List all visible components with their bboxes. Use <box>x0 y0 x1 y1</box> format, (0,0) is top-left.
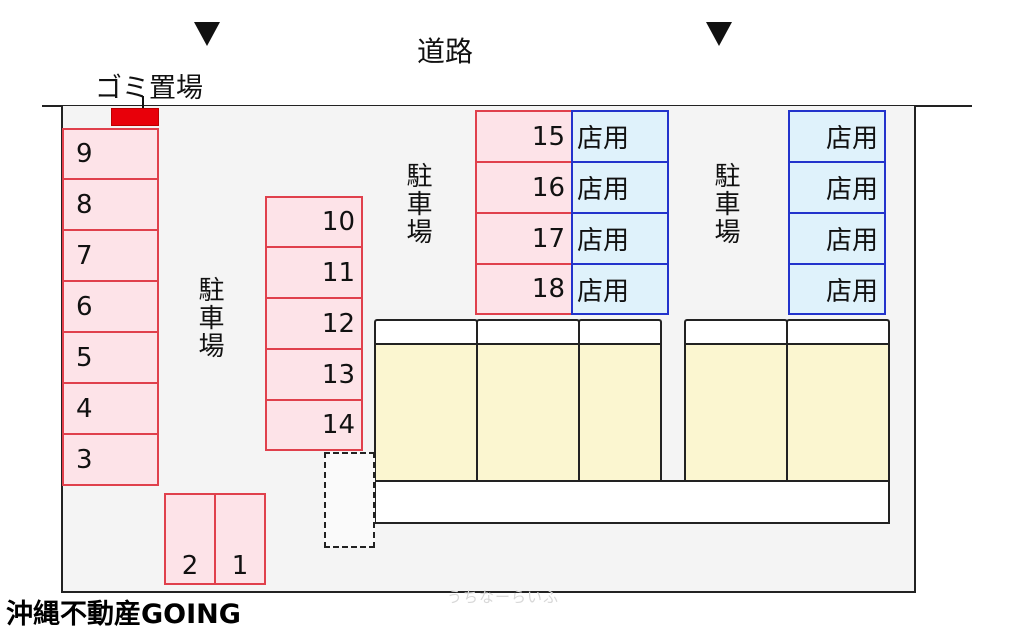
dashed-reserved-area <box>324 452 375 548</box>
shop-parking-spot-right-3: 店用 <box>788 212 886 265</box>
parking-spot-12: 12 <box>265 297 363 350</box>
parking-spot-9: 9 <box>62 128 159 180</box>
parking-spot-8: 8 <box>62 178 159 231</box>
trash-area-box <box>111 108 159 126</box>
building-unit-3 <box>578 343 662 482</box>
building-roof-5 <box>786 319 890 345</box>
watermark-text: うちなーらいふ <box>447 588 560 606</box>
building-unit-1 <box>374 343 478 482</box>
parking-spot-4: 4 <box>62 382 159 435</box>
building-unit-5 <box>786 343 890 482</box>
parking-area-label-center: 駐車場 <box>402 162 432 246</box>
building-unit-2 <box>476 343 580 482</box>
parking-spot-15: 15 <box>475 110 573 163</box>
shop-parking-spot-center-2: 店用 <box>571 161 669 214</box>
parking-spot-7: 7 <box>62 229 159 282</box>
parking-area-label-right: 駐車場 <box>710 162 740 246</box>
company-logo-text: 沖縄不動産GOING <box>6 599 241 630</box>
parking-spot-17: 17 <box>475 212 573 265</box>
shop-parking-spot-right-1: 店用 <box>788 110 886 163</box>
road-entrance-arrow-icon-left <box>194 22 220 46</box>
parking-spot-2: 2 <box>164 493 216 585</box>
trash-pointer-line <box>142 96 144 110</box>
building-walkway <box>374 480 890 524</box>
shop-parking-spot-center-3: 店用 <box>571 212 669 265</box>
trash-area-label: ゴミ置場 <box>95 73 203 104</box>
building-unit-4 <box>684 343 788 482</box>
building-roof-1 <box>374 319 478 345</box>
parking-spot-1: 1 <box>214 493 266 585</box>
parking-spot-14: 14 <box>265 399 363 451</box>
shop-parking-spot-center-1: 店用 <box>571 110 669 163</box>
building-roof-3 <box>578 319 662 345</box>
shop-parking-spot-center-4: 店用 <box>571 263 669 315</box>
parking-spot-5: 5 <box>62 331 159 384</box>
parking-spot-13: 13 <box>265 348 363 401</box>
building-roof-2 <box>476 319 580 345</box>
parking-spot-6: 6 <box>62 280 159 333</box>
parking-spot-3: 3 <box>62 433 159 486</box>
building-roof-4 <box>684 319 788 345</box>
parking-spot-10: 10 <box>265 196 363 248</box>
shop-parking-spot-right-4: 店用 <box>788 263 886 315</box>
parking-spot-18: 18 <box>475 263 573 315</box>
shop-parking-spot-right-2: 店用 <box>788 161 886 214</box>
parking-spot-16: 16 <box>475 161 573 214</box>
road-entrance-arrow-icon-right <box>706 22 732 46</box>
parking-area-label-left: 駐車場 <box>194 276 224 360</box>
parking-spot-11: 11 <box>265 246 363 299</box>
road-label: 道路 <box>417 35 474 68</box>
